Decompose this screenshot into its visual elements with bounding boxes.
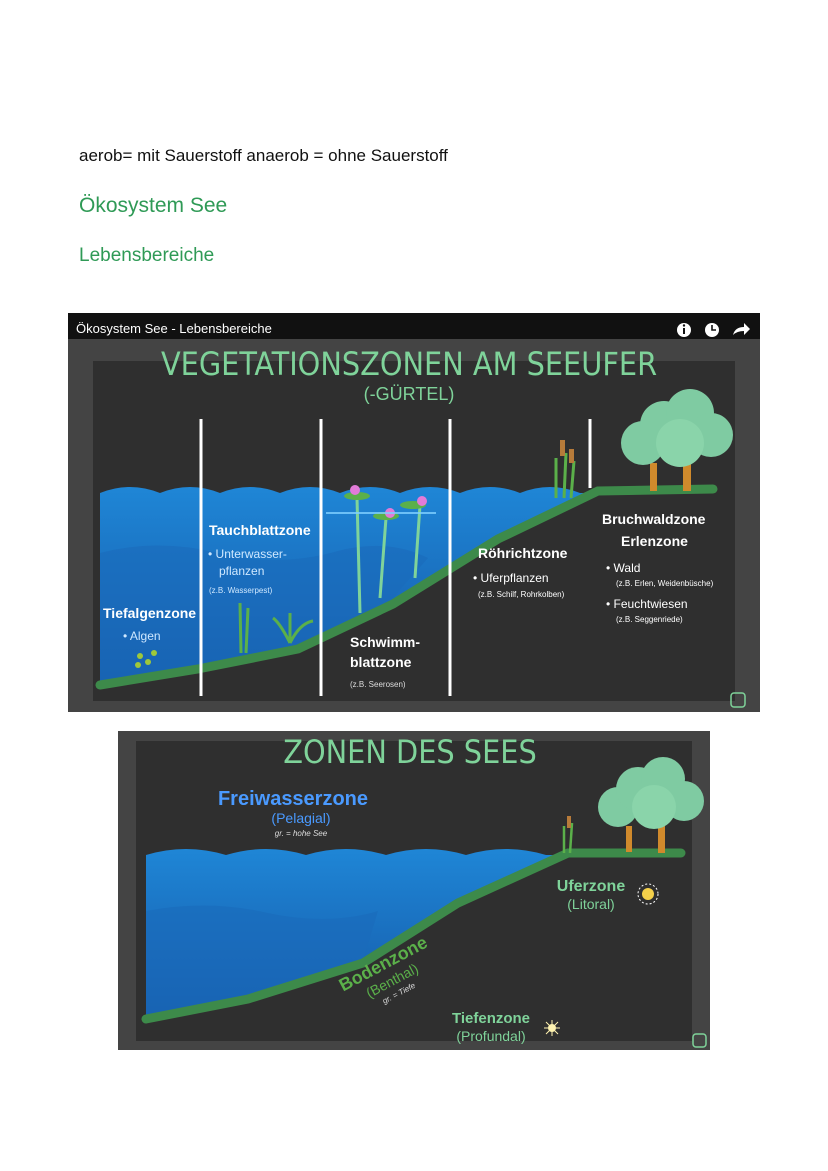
- reed-icon-2: [562, 816, 574, 854]
- channel-logo-icon: [730, 692, 746, 708]
- tree-icon-2: [598, 757, 704, 853]
- algae-icon: [135, 650, 157, 668]
- zone-tiefalgen-bullet: • Algen: [123, 629, 161, 643]
- info-icon[interactable]: [677, 323, 691, 337]
- video2-frame: ZONEN DES SEES Freiwasserzone (Pelagial)…: [118, 731, 710, 1050]
- video-zonen-des-sees[interactable]: ZONEN DES SEES Freiwasserzone (Pelagial)…: [118, 731, 710, 1050]
- video1-subtitle: (-GÜRTEL): [364, 384, 455, 404]
- zone-schwimm-label1: Schwimm-: [350, 634, 420, 650]
- video2-title: ZONEN DES SEES: [283, 733, 536, 771]
- section-heading: Lebensbereiche: [79, 245, 215, 266]
- zone-bruchwald-label1: Bruchwaldzone: [602, 511, 706, 527]
- waterweed-icon: [238, 602, 314, 654]
- zone-tauchblatt-bullet1: • Unterwasser-: [208, 547, 287, 561]
- page-heading: Ökosystem See: [79, 194, 228, 217]
- water-shade: [100, 545, 428, 683]
- freiwasser-gloss: gr. = hohe See: [275, 829, 328, 838]
- zone-schwimm-label2: blattzone: [350, 654, 412, 670]
- zone-roehricht-example: (z.B. Schilf, Rohrkolben): [478, 590, 565, 599]
- ufer-latin: (Litoral): [567, 896, 614, 912]
- zone-tauchblatt-label: Tauchblattzone: [209, 522, 311, 538]
- zone-bruchwald-bullet1: • Wald: [606, 561, 640, 575]
- share-icon[interactable]: [733, 323, 750, 335]
- shore-line-2: [141, 848, 686, 1024]
- reed-icon: [554, 440, 576, 499]
- water-shade-2: [146, 905, 378, 1016]
- zone-dividers: [199, 419, 592, 696]
- dim-sun-icon: [544, 1020, 560, 1036]
- tiefen-latin: (Profundal): [456, 1028, 525, 1044]
- zone-schwimm-example: (z.B. Seerosen): [350, 680, 406, 689]
- zone-tauchblatt-bullet2: pflanzen: [219, 564, 264, 578]
- ufer-label: Uferzone: [557, 878, 626, 895]
- freiwasser-label: Freiwasserzone: [218, 788, 368, 810]
- zone-roehricht-bullet: • Uferpflanzen: [473, 571, 549, 585]
- video1-bar-title: Ökosystem See - Lebensbereiche: [76, 321, 272, 336]
- channel-logo-icon-2: [692, 1033, 707, 1048]
- tree-icon: [621, 389, 733, 491]
- video1-frame: Ökosystem See - Lebensbereiche VEGETATIO…: [68, 313, 760, 712]
- freiwasser-latin: (Pelagial): [271, 810, 330, 826]
- tiefen-label: Tiefenzone: [452, 1010, 530, 1027]
- zone-bruchwald-bullet2: • Feuchtwiesen: [606, 597, 688, 611]
- zone-bruchwald-example1: (z.B. Erlen, Weidenbüsche): [616, 579, 714, 588]
- shore-line: [95, 484, 718, 690]
- clock-icon[interactable]: [705, 323, 719, 337]
- zone-tiefalgen-label: Tiefalgenzone: [103, 605, 196, 621]
- zone-tauchblatt-example: (z.B. Wasserpest): [209, 586, 273, 595]
- video1-title: VEGETATIONSZONEN AM SEEUFER: [161, 345, 657, 383]
- waterlily-icon: [326, 485, 436, 614]
- zone-roehricht-label: Röhrichtzone: [478, 545, 568, 561]
- zone-bruchwald-label2: Erlenzone: [621, 533, 688, 549]
- video-vegetationszonen[interactable]: Ökosystem See - Lebensbereiche VEGETATIO…: [68, 313, 760, 712]
- zone-bruchwald-example2: (z.B. Seggenriede): [616, 615, 683, 624]
- note-text: aerob= mit Sauerstoff anaerob = ohne Sau…: [79, 146, 448, 165]
- sun-icon: [637, 883, 659, 905]
